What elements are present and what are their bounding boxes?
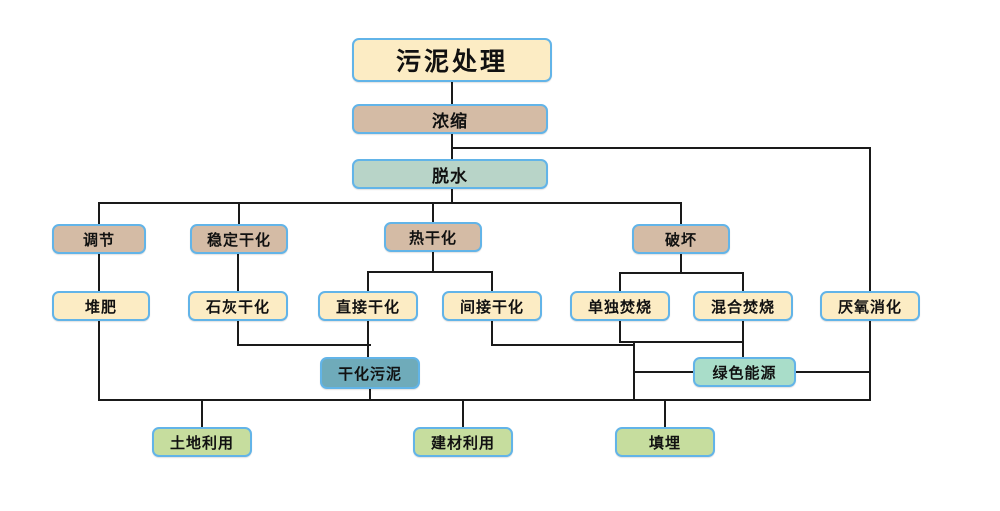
node-label: 浓缩	[432, 111, 468, 131]
node-heatdry[interactable]: 热干化	[384, 222, 482, 252]
node-label: 填埋	[648, 434, 681, 452]
node-thicken[interactable]: 浓缩	[352, 104, 548, 134]
node-label: 建材利用	[430, 434, 495, 452]
edge-limedry-to-driedsl-bus	[237, 320, 371, 346]
edge-thicken-to-anaerobic	[451, 147, 871, 292]
node-greenergy[interactable]: 绿色能源	[693, 357, 796, 387]
node-mono[interactable]: 单独焚烧	[570, 291, 670, 321]
edge-indirdry-to-greenbus	[491, 320, 635, 346]
node-root[interactable]: 污泥处理	[352, 38, 552, 82]
node-label: 堆肥	[84, 298, 117, 316]
node-landfill[interactable]: 填埋	[615, 427, 715, 457]
node-directdry[interactable]: 直接干化	[318, 291, 418, 321]
node-label: 直接干化	[335, 298, 400, 316]
node-label: 调节	[82, 231, 115, 249]
edge-dewater-to-destroy-bus	[451, 202, 682, 225]
node-cofire[interactable]: 混合焚烧	[693, 291, 793, 321]
node-limedry[interactable]: 石灰干化	[188, 291, 288, 321]
node-label: 绿色能源	[712, 364, 777, 382]
node-label: 热干化	[408, 229, 457, 247]
node-label: 混合焚烧	[710, 298, 775, 316]
node-anaerobic[interactable]: 厌氧消化	[820, 291, 920, 321]
node-label: 稳定干化	[206, 231, 271, 249]
node-condition[interactable]: 调节	[52, 224, 146, 254]
node-label: 污泥处理	[395, 48, 508, 76]
node-label: 干化污泥	[337, 365, 402, 383]
node-stabdry[interactable]: 稳定干化	[190, 224, 288, 254]
node-buildmat[interactable]: 建材利用	[413, 427, 513, 457]
node-label: 土地利用	[169, 434, 234, 452]
node-label: 厌氧消化	[837, 298, 902, 316]
node-driedsl[interactable]: 干化污泥	[320, 357, 420, 389]
node-compost[interactable]: 堆肥	[52, 291, 150, 321]
node-label: 脱水	[432, 166, 468, 186]
node-label: 间接干化	[459, 298, 524, 316]
node-indirdry[interactable]: 间接干化	[442, 291, 542, 321]
node-label: 单独焚烧	[587, 298, 652, 316]
node-label: 石灰干化	[205, 298, 270, 316]
node-landuse[interactable]: 土地利用	[152, 427, 252, 457]
node-label: 破坏	[664, 231, 697, 249]
node-dewater[interactable]: 脱水	[352, 159, 548, 189]
node-destroy[interactable]: 破坏	[632, 224, 730, 254]
